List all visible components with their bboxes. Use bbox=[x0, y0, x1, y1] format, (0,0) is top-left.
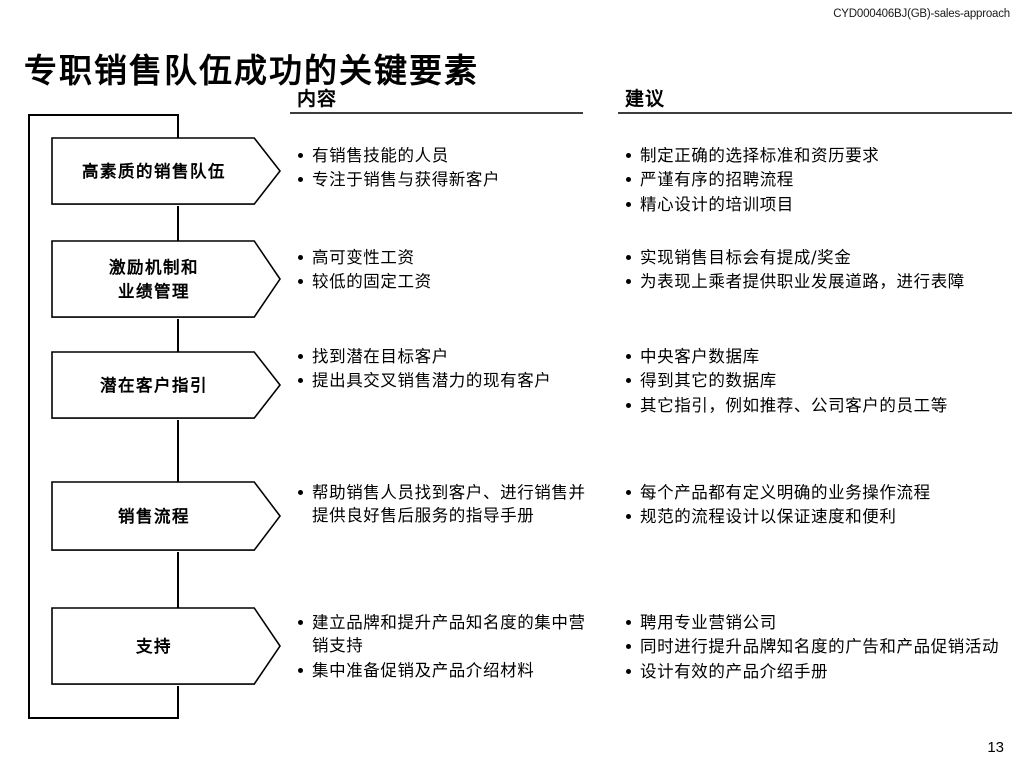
list-item: 集中准备促销及产品介绍材料 bbox=[297, 659, 597, 682]
list-item: 找到潜在目标客户 bbox=[297, 345, 597, 368]
rows.0.advice: 制定正确的选择标准和资历要求严谨有序的招聘流程精心设计的培训项目 bbox=[625, 144, 1020, 217]
factor-chevron[interactable]: 潜在客户指引 bbox=[51, 351, 282, 420]
list-item: 聘用专业营销公司 bbox=[625, 611, 1020, 634]
rows.4.content: 建立品牌和提升产品知名度的集中营销支持集中准备促销及产品介绍材料 bbox=[297, 611, 597, 683]
rows.3.advice: 每个产品都有定义明确的业务操作流程规范的流程设计以保证速度和便利 bbox=[625, 481, 1020, 530]
column-rule-content bbox=[290, 112, 583, 114]
list-item: 严谨有序的招聘流程 bbox=[625, 168, 1020, 191]
list-item: 得到其它的数据库 bbox=[625, 369, 1020, 392]
page-number: 13 bbox=[987, 739, 1004, 756]
column-header-advice: 建议 bbox=[625, 88, 666, 110]
factor-chevron[interactable]: 支持 bbox=[51, 607, 282, 686]
factor-label: 激励机制和 业绩管理 bbox=[109, 258, 199, 301]
rows.3.content: 帮助销售人员找到客户、进行销售并提供良好售后服务的指导手册 bbox=[297, 481, 597, 529]
list-item: 制定正确的选择标准和资历要求 bbox=[625, 144, 1020, 167]
list-item: 其它指引，例如推荐、公司客户的员工等 bbox=[625, 394, 1020, 417]
column-header-content: 内容 bbox=[297, 88, 338, 110]
list-item: 提出具交叉销售潜力的现有客户 bbox=[297, 369, 597, 392]
rows.1.content: 高可变性工资较低的固定工资 bbox=[297, 246, 597, 295]
rows.4.advice: 聘用专业营销公司同时进行提升品牌知名度的广告和产品促销活动设计有效的产品介绍手册 bbox=[625, 611, 1020, 684]
factor-label: 潜在客户指引 bbox=[100, 376, 208, 396]
rows.1.advice: 实现销售目标会有提成/奖金为表现上乘者提供职业发展道路，进行表障 bbox=[625, 246, 1020, 295]
factor-chevron[interactable]: 销售流程 bbox=[51, 481, 282, 552]
list-item: 建立品牌和提升产品知名度的集中营销支持 bbox=[297, 611, 597, 658]
list-item: 较低的固定工资 bbox=[297, 270, 597, 293]
list-item: 规范的流程设计以保证速度和便利 bbox=[625, 505, 1020, 528]
rows.2.advice: 中央客户数据库得到其它的数据库其它指引，例如推荐、公司客户的员工等 bbox=[625, 345, 1020, 418]
list-item: 每个产品都有定义明确的业务操作流程 bbox=[625, 481, 1020, 504]
list-item: 有销售技能的人员 bbox=[297, 144, 597, 167]
factor-chevron[interactable]: 高素质的销售队伍 bbox=[51, 137, 282, 206]
factor-label: 支持 bbox=[136, 637, 172, 657]
rows.0.content: 有销售技能的人员专注于销售与获得新客户 bbox=[297, 144, 597, 193]
list-item: 专注于销售与获得新客户 bbox=[297, 168, 597, 191]
document-code: CYD000406BJ(GB)-sales-approach bbox=[833, 8, 1010, 20]
column-rule-advice bbox=[618, 112, 1012, 114]
list-item: 为表现上乘者提供职业发展道路，进行表障 bbox=[625, 270, 1020, 293]
rows.2.content: 找到潜在目标客户提出具交叉销售潜力的现有客户 bbox=[297, 345, 597, 394]
list-item: 设计有效的产品介绍手册 bbox=[625, 660, 1020, 683]
list-item: 帮助销售人员找到客户、进行销售并提供良好售后服务的指导手册 bbox=[297, 481, 597, 528]
page-title: 专职销售队伍成功的关键要素 bbox=[24, 51, 479, 91]
flow-bracket bbox=[28, 114, 178, 719]
list-item: 中央客户数据库 bbox=[625, 345, 1020, 368]
list-item: 实现销售目标会有提成/奖金 bbox=[625, 246, 1020, 269]
list-item: 精心设计的培训项目 bbox=[625, 193, 1020, 216]
list-item: 同时进行提升品牌知名度的广告和产品促销活动 bbox=[625, 635, 1020, 658]
factor-chevron[interactable]: 激励机制和 业绩管理 bbox=[51, 240, 282, 319]
list-item: 高可变性工资 bbox=[297, 246, 597, 269]
factor-label: 销售流程 bbox=[118, 507, 190, 527]
factor-label: 高素质的销售队伍 bbox=[82, 162, 226, 182]
